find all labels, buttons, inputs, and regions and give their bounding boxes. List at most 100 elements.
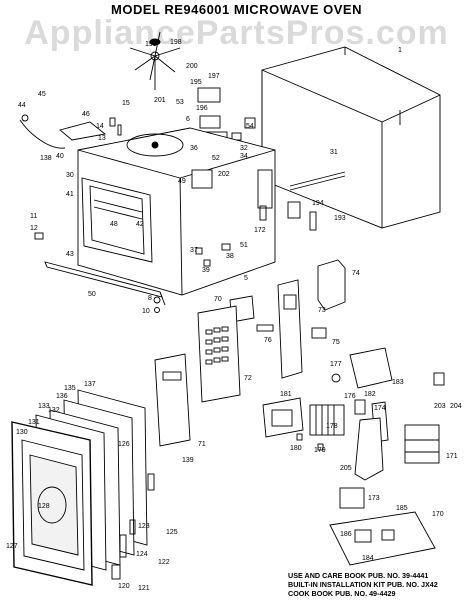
oven-cavity bbox=[34, 127, 317, 313]
part-label: 71 bbox=[198, 441, 206, 448]
part-label: 49 bbox=[178, 178, 186, 185]
part-label: 124 bbox=[136, 551, 148, 558]
stirrer-fan bbox=[129, 31, 181, 90]
part-label: 15 bbox=[122, 100, 130, 107]
control-panel-parts bbox=[154, 259, 346, 447]
part-label: 185 bbox=[396, 505, 408, 512]
part-label: 195 bbox=[190, 79, 202, 86]
electrical-parts bbox=[262, 347, 445, 566]
part-label: 32 bbox=[240, 145, 248, 152]
part-label: 46 bbox=[82, 111, 90, 118]
part-label: 38 bbox=[226, 253, 234, 260]
part-label: 76 bbox=[264, 337, 272, 344]
part-label: 201 bbox=[154, 97, 166, 104]
part-label: 120 bbox=[118, 583, 130, 590]
part-label: 122 bbox=[158, 559, 170, 566]
part-label: 135 bbox=[64, 385, 76, 392]
door-assembly bbox=[11, 389, 155, 586]
part-label: 183 bbox=[392, 379, 404, 386]
part-label: 205 bbox=[340, 465, 352, 472]
part-label: 8 bbox=[148, 295, 152, 302]
note-use-and-care: USE AND CARE BOOK PUB. NO. 39-4441 bbox=[288, 571, 429, 580]
part-label: 51 bbox=[240, 242, 248, 249]
part-label: 73 bbox=[318, 307, 326, 314]
part-label: 126 bbox=[118, 441, 130, 448]
part-label: 6 bbox=[186, 116, 190, 123]
part-label: 179 bbox=[314, 447, 326, 454]
part-label: 125 bbox=[166, 529, 178, 536]
part-label: 121 bbox=[138, 585, 150, 592]
part-label: 12 bbox=[30, 225, 38, 232]
part-label: 39 bbox=[202, 267, 210, 274]
part-label: 128 bbox=[38, 503, 50, 510]
part-label: 198 bbox=[170, 39, 182, 46]
part-label: 174 bbox=[374, 405, 386, 412]
part-label: 75 bbox=[332, 339, 340, 346]
part-label: 186 bbox=[340, 531, 352, 538]
part-label: 136 bbox=[56, 393, 68, 400]
part-label: 1 bbox=[398, 47, 402, 54]
part-label: 193 bbox=[334, 215, 346, 222]
part-label: 197 bbox=[208, 73, 220, 80]
note-cook-book: COOK BOOK PUB. NO. 49-4429 bbox=[288, 589, 396, 598]
part-label: 36 bbox=[190, 145, 198, 152]
note-installation-kit: BUILT-IN INSTALLATION KIT PUB. NO. JX42 bbox=[288, 580, 438, 589]
part-label: 123 bbox=[138, 523, 150, 530]
part-label: 182 bbox=[364, 391, 376, 398]
part-label: 44 bbox=[18, 102, 26, 109]
part-label: 11 bbox=[30, 213, 37, 220]
diagram-title: MODEL RE946001 MICROWAVE OVEN bbox=[111, 2, 362, 17]
part-label: 41 bbox=[66, 191, 74, 198]
part-label: 42 bbox=[136, 221, 144, 228]
part-label: 37 bbox=[190, 247, 198, 254]
part-label: 31 bbox=[330, 149, 338, 156]
part-label: 170 bbox=[432, 511, 444, 518]
part-label: 133 bbox=[38, 403, 50, 410]
part-label: 13 bbox=[98, 135, 106, 142]
part-label: 70 bbox=[214, 296, 222, 303]
part-label: 204 bbox=[450, 403, 462, 410]
part-label: 138 bbox=[40, 155, 52, 162]
part-label: 137 bbox=[84, 381, 96, 388]
part-label: 202 bbox=[218, 171, 230, 178]
part-label: 52 bbox=[212, 155, 220, 162]
part-label: 139 bbox=[182, 457, 194, 464]
part-label: 177 bbox=[330, 361, 342, 368]
part-label: 132 bbox=[48, 407, 60, 414]
part-label: 171 bbox=[446, 453, 458, 460]
part-label: 178 bbox=[326, 423, 338, 430]
part-label: 54 bbox=[246, 123, 254, 130]
part-label: 131 bbox=[28, 419, 40, 426]
part-label: 130 bbox=[16, 429, 28, 436]
part-label: 5 bbox=[244, 275, 248, 282]
part-label: 200 bbox=[186, 63, 198, 70]
part-label: 180 bbox=[290, 445, 302, 452]
part-label: 127 bbox=[6, 543, 18, 550]
part-label: 173 bbox=[368, 495, 380, 502]
part-label: 203 bbox=[434, 403, 446, 410]
part-label: 184 bbox=[362, 555, 374, 562]
part-label: 53 bbox=[176, 99, 184, 106]
part-label: 194 bbox=[312, 200, 324, 207]
part-label: 176 bbox=[344, 393, 356, 400]
part-label: 50 bbox=[88, 291, 96, 298]
part-label: 34 bbox=[240, 153, 248, 160]
part-label: 181 bbox=[280, 391, 292, 398]
part-label: 196 bbox=[196, 105, 208, 112]
part-label: 72 bbox=[244, 375, 252, 382]
part-label: 14 bbox=[96, 123, 104, 130]
part-label: 10 bbox=[142, 308, 150, 315]
part-label: 30 bbox=[66, 172, 74, 179]
keypad-keys bbox=[205, 326, 229, 365]
part-label: 45 bbox=[38, 91, 46, 98]
watermark-text: AppliancePartsPros.com bbox=[24, 14, 449, 52]
outer-case bbox=[261, 46, 441, 229]
part-label: 199 bbox=[145, 41, 157, 48]
part-label: 48 bbox=[110, 221, 118, 228]
part-label: 40 bbox=[56, 153, 64, 160]
part-labels: 199 198 200 195 197 1 44 45 46 15 53 196… bbox=[6, 39, 462, 592]
part-label: 172 bbox=[254, 227, 266, 234]
part-label: 43 bbox=[66, 251, 74, 258]
part-label: 74 bbox=[352, 270, 360, 277]
